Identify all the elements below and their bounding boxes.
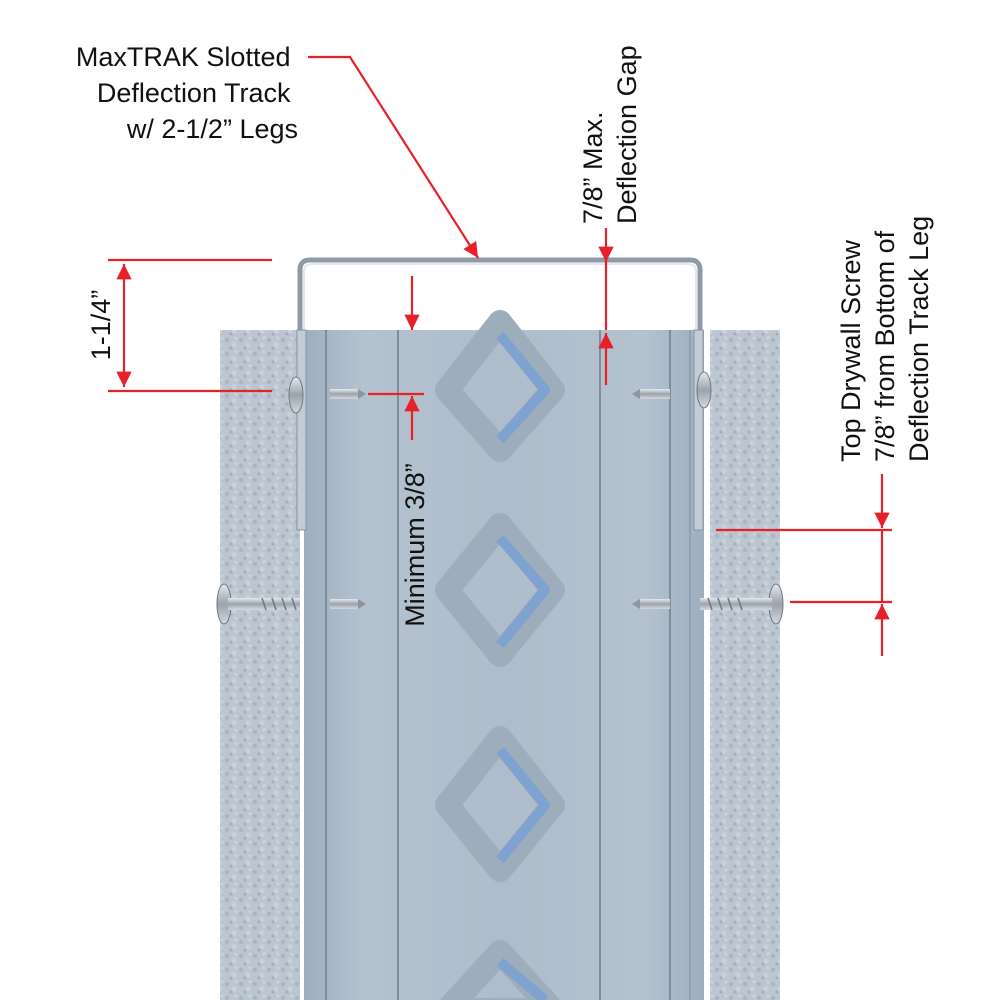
steel-stud <box>304 310 704 1000</box>
deflection-track <box>296 257 704 531</box>
diamond-knockouts <box>435 310 565 1000</box>
track-leader <box>308 55 479 259</box>
dimension-lines <box>108 55 892 656</box>
drywall-screws <box>216 583 784 625</box>
track-screws <box>288 371 712 414</box>
deflection-gap-label: 7/8” Max. Deflection Gap <box>578 45 642 224</box>
drywall-left <box>220 330 300 1000</box>
drywall-right <box>710 330 780 1000</box>
minimum-label: Minimum 3/8” <box>400 463 430 627</box>
track-label: MaxTRAK Slotted Deflection Track w/ 2-1/… <box>76 42 298 144</box>
leg-overlap-label: 1-1/4” <box>86 290 116 361</box>
drywall-screw-label: Top Drywall Screw 7/8” from Bottom of De… <box>836 216 934 462</box>
